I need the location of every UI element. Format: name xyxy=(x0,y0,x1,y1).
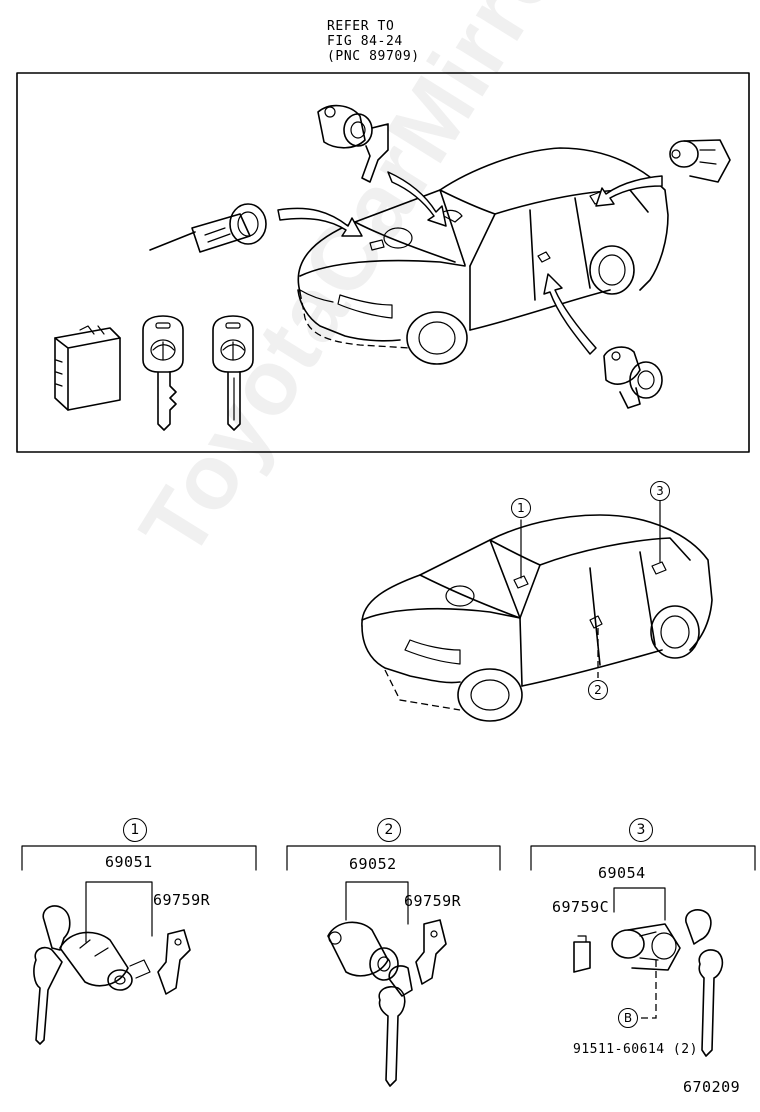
group-2-lock-cylinder-illustration xyxy=(327,921,413,1087)
callout-2-marker: 2 xyxy=(588,680,608,700)
group-1-sub-part-number: 69759R xyxy=(153,891,211,909)
reference-line-2: FIG 84-24 xyxy=(327,34,403,49)
callout-1-marker: 1 xyxy=(511,498,531,518)
group-2-sub-part-number: 69759R xyxy=(404,892,462,910)
group-1-lock-cylinder-illustration xyxy=(33,905,151,1045)
group-2-callout: 2 xyxy=(377,818,401,842)
callout-3-marker: 3 xyxy=(650,481,670,501)
group-1-callout: 1 xyxy=(123,818,147,842)
group-3-bolt-marker: B xyxy=(618,1008,638,1028)
group-2-retainer-illustration xyxy=(415,919,447,985)
back-door-lock-illustration xyxy=(669,139,731,183)
overview-car-illustration xyxy=(297,147,669,365)
group-3-callout: 3 xyxy=(629,818,653,842)
group-3-retainer-illustration xyxy=(573,935,591,973)
reference-line-1: REFER TO xyxy=(327,19,395,34)
overview-arrows xyxy=(277,171,663,355)
door-lock-cylinder-bottom-illustration xyxy=(603,346,663,409)
group-3-back-door-lock-illustration xyxy=(611,909,724,1057)
reference-line-3: (PNC 89709) xyxy=(327,49,420,64)
ignition-lock-cylinder-illustration xyxy=(149,203,267,253)
group-3-sub-part-number: 69759C xyxy=(552,898,610,916)
group-1-retainer-illustration xyxy=(157,929,191,995)
sub-key-illustration xyxy=(212,315,254,431)
group-3-main-part-number: 69054 xyxy=(598,864,646,882)
group-2-main-part-number: 69052 xyxy=(349,855,397,873)
overview-frame xyxy=(16,72,750,453)
master-key-illustration xyxy=(142,315,184,431)
location-car-illustration xyxy=(361,499,713,722)
group-3-bolt-part-number: 91511-60614 (2) xyxy=(573,1042,698,1057)
group-brackets xyxy=(21,845,756,1019)
reference-note: REFER TO FIG 84-24 (PNC 89709) xyxy=(327,19,420,64)
transponder-amplifier-box-illustration xyxy=(54,325,121,411)
figure-number: 670209 xyxy=(683,1078,741,1096)
group-1-main-part-number: 69051 xyxy=(105,853,153,871)
door-lock-cylinder-top-illustration xyxy=(317,104,389,183)
